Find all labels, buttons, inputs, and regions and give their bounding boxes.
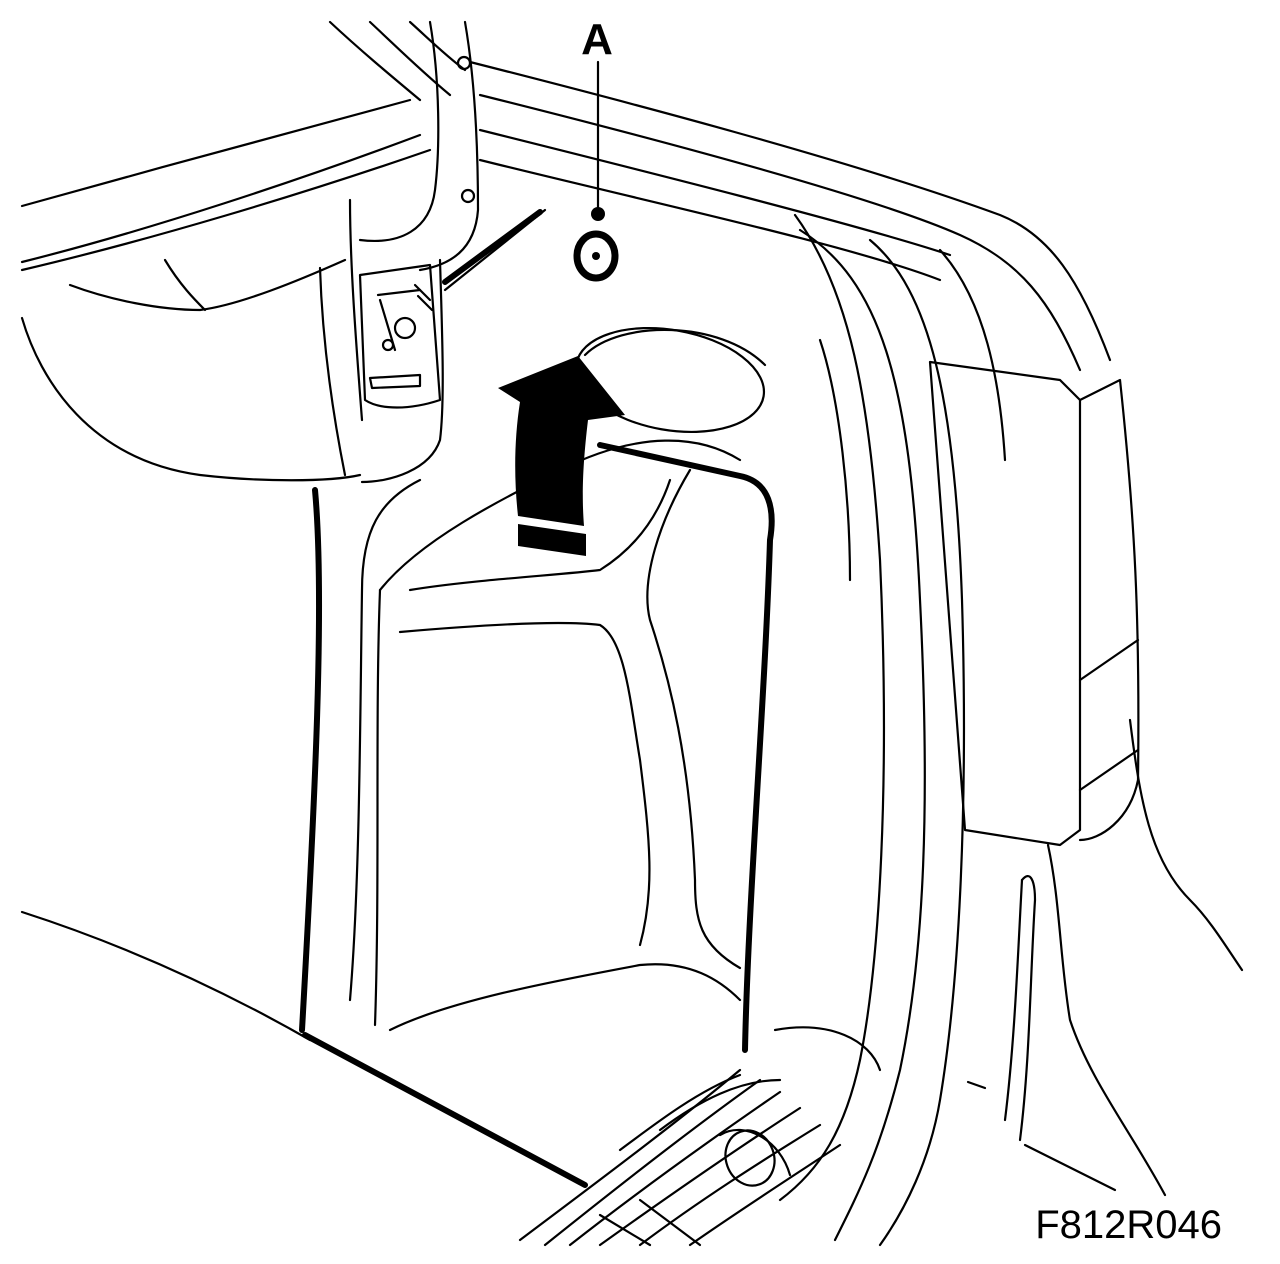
callout-label: A — [581, 15, 613, 64]
trunk-floor — [20, 910, 882, 1247]
panel-outline — [299, 442, 775, 1188]
figure-id: F812R046 — [1035, 1203, 1222, 1247]
hinge-pocket — [20, 198, 444, 484]
callout-a: A — [581, 15, 613, 221]
upper-frame — [20, 20, 1112, 372]
rear-pillar — [778, 213, 1244, 1247]
upward-arrow-icon — [498, 356, 625, 556]
leader-dot — [591, 207, 605, 221]
grommet-icon — [573, 230, 619, 282]
